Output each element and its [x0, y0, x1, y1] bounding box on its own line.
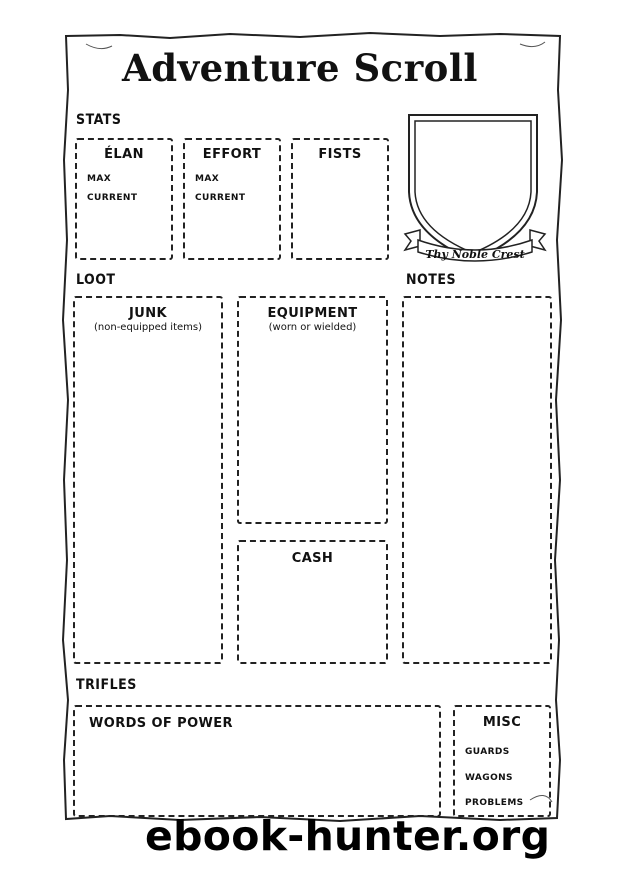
stat-box-elan[interactable]: ÉLAN MAX CURRENT: [75, 138, 173, 260]
misc-title: MISC: [482, 715, 522, 730]
words-of-power-box[interactable]: WORDS OF POWER: [73, 705, 441, 817]
stats-heading: STATS: [76, 112, 122, 128]
misc-field-wagons: WAGONS: [465, 773, 513, 783]
stat-box-title: ÉLAN: [104, 147, 144, 162]
misc-field-problems: PROBLEMS: [465, 798, 524, 808]
cash-title: CASH: [291, 551, 334, 566]
junk-subtitle: (non-equipped items): [94, 322, 202, 333]
stat-field-current: CURRENT: [195, 193, 246, 203]
equipment-title: EQUIPMENT: [267, 306, 358, 321]
stat-box-title: EFFORT: [202, 147, 262, 162]
equipment-box[interactable]: EQUIPMENT (worn or wielded): [237, 296, 388, 524]
stat-field-max: MAX: [87, 174, 112, 184]
stat-field-max: MAX: [195, 174, 220, 184]
sheet-title: Adventure Scroll: [122, 46, 478, 90]
junk-title: JUNK: [129, 306, 167, 321]
words-of-power-title: WORDS OF POWER: [89, 716, 233, 731]
stat-box-fists[interactable]: FISTS: [291, 138, 389, 260]
cash-box[interactable]: CASH: [237, 540, 388, 664]
junk-box[interactable]: JUNK (non-equipped items): [73, 296, 223, 664]
trifles-heading: TRIFLES: [76, 677, 137, 693]
crest-shield: [403, 114, 547, 262]
loot-heading: LOOT: [76, 272, 116, 288]
watermark-text: ebook-hunter.org: [145, 812, 551, 860]
stat-box-title: FISTS: [318, 147, 362, 162]
stat-field-current: CURRENT: [87, 193, 138, 203]
stat-box-effort[interactable]: EFFORT MAX CURRENT: [183, 138, 281, 260]
equipment-subtitle: (worn or wielded): [268, 322, 357, 333]
notes-heading: NOTES: [406, 272, 457, 288]
misc-box[interactable]: MISC GUARDS WAGONS PROBLEMS: [453, 705, 551, 817]
notes-box[interactable]: [402, 296, 552, 664]
misc-field-guards: GUARDS: [465, 747, 510, 757]
crest-label: Thy Noble Crest: [425, 248, 525, 261]
